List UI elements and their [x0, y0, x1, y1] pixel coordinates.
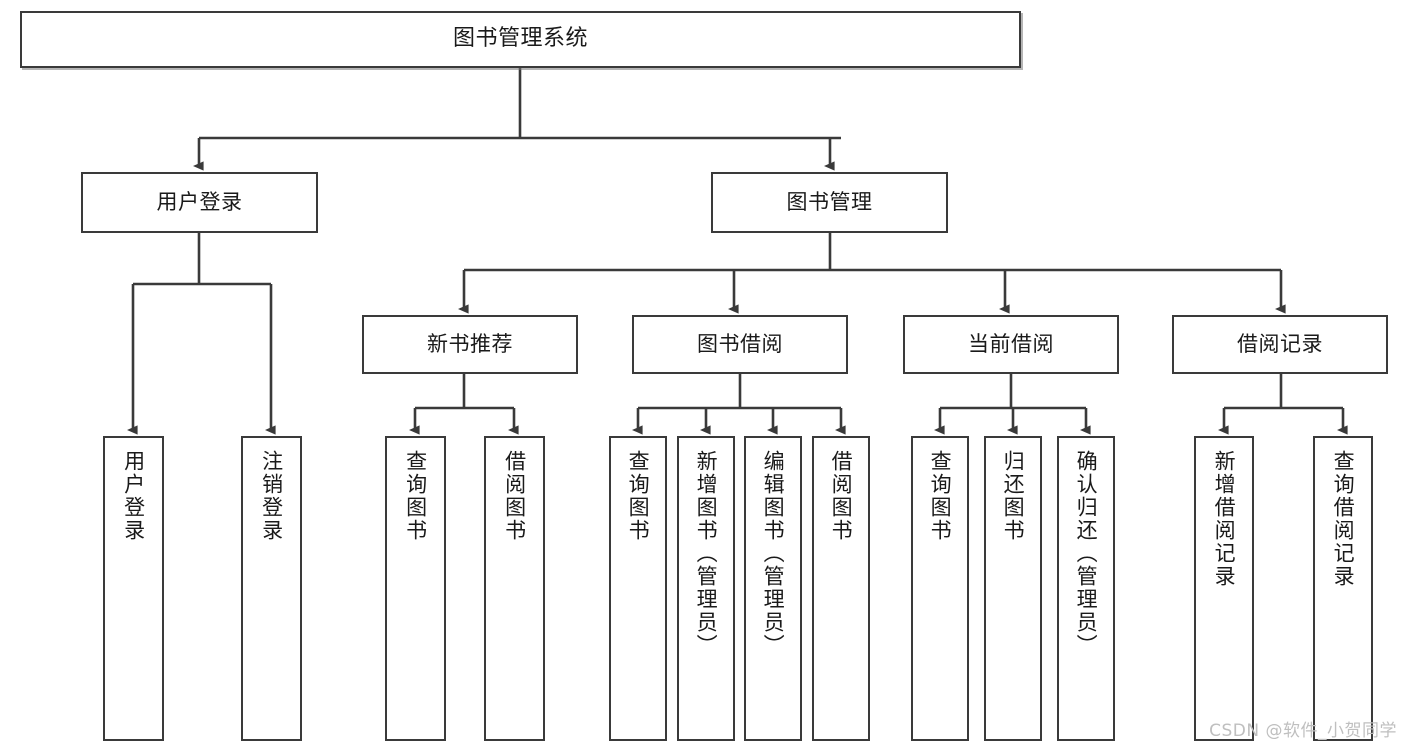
node-label: 注销登录	[259, 450, 284, 542]
node-root-book-management-system[interactable]: 图书管理系统	[20, 11, 1021, 68]
node-leaf-query-book-recommend[interactable]: 查询图书	[385, 436, 446, 741]
node-label: 图书借阅	[697, 331, 783, 356]
node-label: 新书推荐	[427, 331, 513, 356]
node-label: 查询图书	[403, 450, 428, 542]
node-label: 归还图书	[1001, 450, 1026, 542]
node-leaf-confirm-return-admin[interactable]: 确认归还（管理员）	[1057, 436, 1115, 741]
node-label: 借阅记录	[1237, 331, 1323, 356]
node-label: 用户登录	[121, 450, 146, 542]
node-book-management[interactable]: 图书管理	[711, 172, 948, 233]
node-leaf-add-borrow-record[interactable]: 新增借阅记录	[1194, 436, 1254, 741]
node-label: 确认归还（管理员）	[1074, 450, 1099, 657]
node-leaf-query-borrow-record[interactable]: 查询借阅记录	[1313, 436, 1373, 741]
node-user-login[interactable]: 用户登录	[81, 172, 318, 233]
node-label: 查询图书	[626, 450, 651, 542]
node-leaf-borrow-book-recommend[interactable]: 借阅图书	[484, 436, 545, 741]
node-label: 借阅图书	[502, 450, 527, 542]
node-borrow-records[interactable]: 借阅记录	[1172, 315, 1388, 374]
node-label: 图书管理	[786, 189, 873, 214]
node-book-borrow[interactable]: 图书借阅	[632, 315, 848, 374]
node-label: 新增借阅记录	[1212, 450, 1237, 588]
node-label: 用户登录	[156, 189, 243, 214]
node-label: 新增图书（管理员）	[694, 450, 719, 657]
node-leaf-return-book[interactable]: 归还图书	[984, 436, 1042, 741]
node-label: 借阅图书	[829, 450, 854, 542]
node-label: 图书管理系统	[452, 26, 588, 52]
node-new-book-recommend[interactable]: 新书推荐	[362, 315, 578, 374]
node-leaf-user-login[interactable]: 用户登录	[103, 436, 164, 741]
csdn-watermark: CSDN @软件_小贺同学	[1209, 721, 1397, 741]
node-label: 查询图书	[928, 450, 953, 542]
node-leaf-query-book-borrow[interactable]: 查询图书	[609, 436, 667, 741]
node-leaf-logout-login[interactable]: 注销登录	[241, 436, 302, 741]
node-leaf-query-book-current[interactable]: 查询图书	[911, 436, 969, 741]
node-leaf-borrow-book[interactable]: 借阅图书	[812, 436, 870, 741]
node-label: 编辑图书（管理员）	[761, 450, 786, 657]
node-label: 当前借阅	[968, 331, 1054, 356]
node-current-borrow[interactable]: 当前借阅	[903, 315, 1119, 374]
node-leaf-edit-book-admin[interactable]: 编辑图书（管理员）	[744, 436, 802, 741]
node-leaf-add-book-admin[interactable]: 新增图书（管理员）	[677, 436, 735, 741]
node-label: 查询借阅记录	[1331, 450, 1356, 588]
